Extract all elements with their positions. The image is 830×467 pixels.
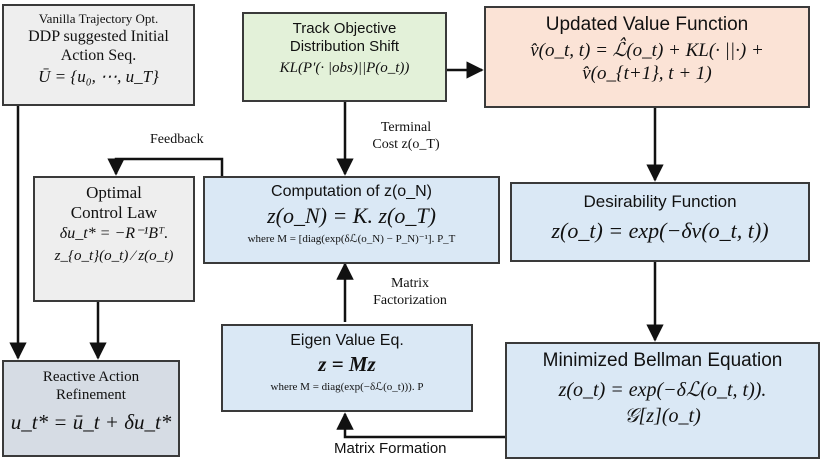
desirability-formula: z(o_t) = exp(−δv(o_t, t)) <box>551 218 769 244</box>
bellman-title: Minimized Bellman Equation <box>542 350 783 371</box>
eigen-formula: z = Mz <box>318 352 376 377</box>
bellman-line1: z(o_t) = exp(−δℒ(o_t, t)). <box>558 378 767 401</box>
computation-note: where M = [diag(exp(δℒ(o_N) − P_N)⁻¹]. P… <box>247 232 456 245</box>
vanilla-formula: Ū = {u₀, ⋯, u_T} <box>38 66 159 86</box>
vanilla-trajectory-box: Vanilla Trajectory Opt. DDP suggested In… <box>2 4 195 106</box>
eigen-title: Eigen Value Eq. <box>290 332 404 349</box>
optimal-control-box: Optimal Control Law δu_t* = −R⁻¹Bᵀ. z_{o… <box>33 176 195 302</box>
matrix-label-line1: Matrix <box>390 276 430 291</box>
track-objective-box: Track Objective Distribution Shift KL(P′… <box>242 12 447 102</box>
optimal-line2: Control Law <box>70 203 158 223</box>
matrix-factorization-label: Matrix Factorization <box>355 276 465 310</box>
updated-value-function-box: Updated Value Function v̂(o_t, t) = ℒ̂(o… <box>484 6 810 108</box>
updated-title: Updated Value Function <box>545 14 749 35</box>
eigen-value-box: Eigen Value Eq. z = Mz where M = diag(ex… <box>221 324 473 412</box>
arrow-feedback <box>107 157 224 176</box>
reactive-line2: Refinement <box>56 387 126 403</box>
matrix-formation-label: Matrix Formation <box>334 440 447 457</box>
track-formula: KL(P′(· |obs)||P(o_t)) <box>279 60 410 76</box>
computation-box: Computation of z(o_N) z(o_N) = K. z(o_T)… <box>203 176 500 264</box>
arrow-bellman-to-eigen <box>336 412 505 439</box>
optimal-line1: Optimal <box>86 183 142 202</box>
updated-line2: v̂(o_{t+1}, t + 1) <box>582 62 712 84</box>
computation-formula: z(o_N) = K. z(o_T) <box>267 203 436 229</box>
track-line2: Distribution Shift <box>289 38 400 55</box>
desirability-title: Desirability Function <box>583 192 737 211</box>
optimal-line4: z_{o_t}(o_t) ⁄ z(o_t) <box>54 247 174 264</box>
updated-line1: v̂(o_t, t) = ℒ̂(o_t) + KL(· ||·) + <box>530 39 764 61</box>
reactive-action-box: Reactive Action Refinement u_t* = ū_t + … <box>2 360 180 457</box>
track-line1: Track Objective <box>292 20 397 37</box>
reactive-formula: u_t* = ū_t + δu_t* <box>10 410 172 434</box>
feedback-label: Feedback <box>150 132 204 147</box>
bellman-box: Minimized Bellman Equation z(o_t) = exp(… <box>505 342 820 459</box>
terminal-label-line1: Terminal <box>380 120 432 135</box>
optimal-line3: δu_t* = −R⁻¹Bᵀ. <box>59 224 169 242</box>
eigen-note: where M = diag(exp(−δℒ(o_t))). P <box>270 381 424 394</box>
matrix-label-line2: Factorization <box>373 292 447 308</box>
computation-title: Computation of z(o_N) <box>271 183 432 200</box>
vanilla-line2: Action Seq. <box>60 46 137 64</box>
terminal-label-line2: Cost z(o_T) <box>372 136 440 152</box>
terminal-cost-label: Terminal Cost z(o_T) <box>356 120 456 154</box>
reactive-line1: Reactive Action <box>42 369 140 385</box>
desirability-box: Desirability Function z(o_t) = exp(−δv(o… <box>510 182 810 262</box>
vanilla-title: Vanilla Trajectory Opt. <box>38 11 159 26</box>
bellman-line2: 𝒢[z](o_t) <box>624 404 701 427</box>
vanilla-line1: DDP suggested Initial <box>28 27 169 45</box>
